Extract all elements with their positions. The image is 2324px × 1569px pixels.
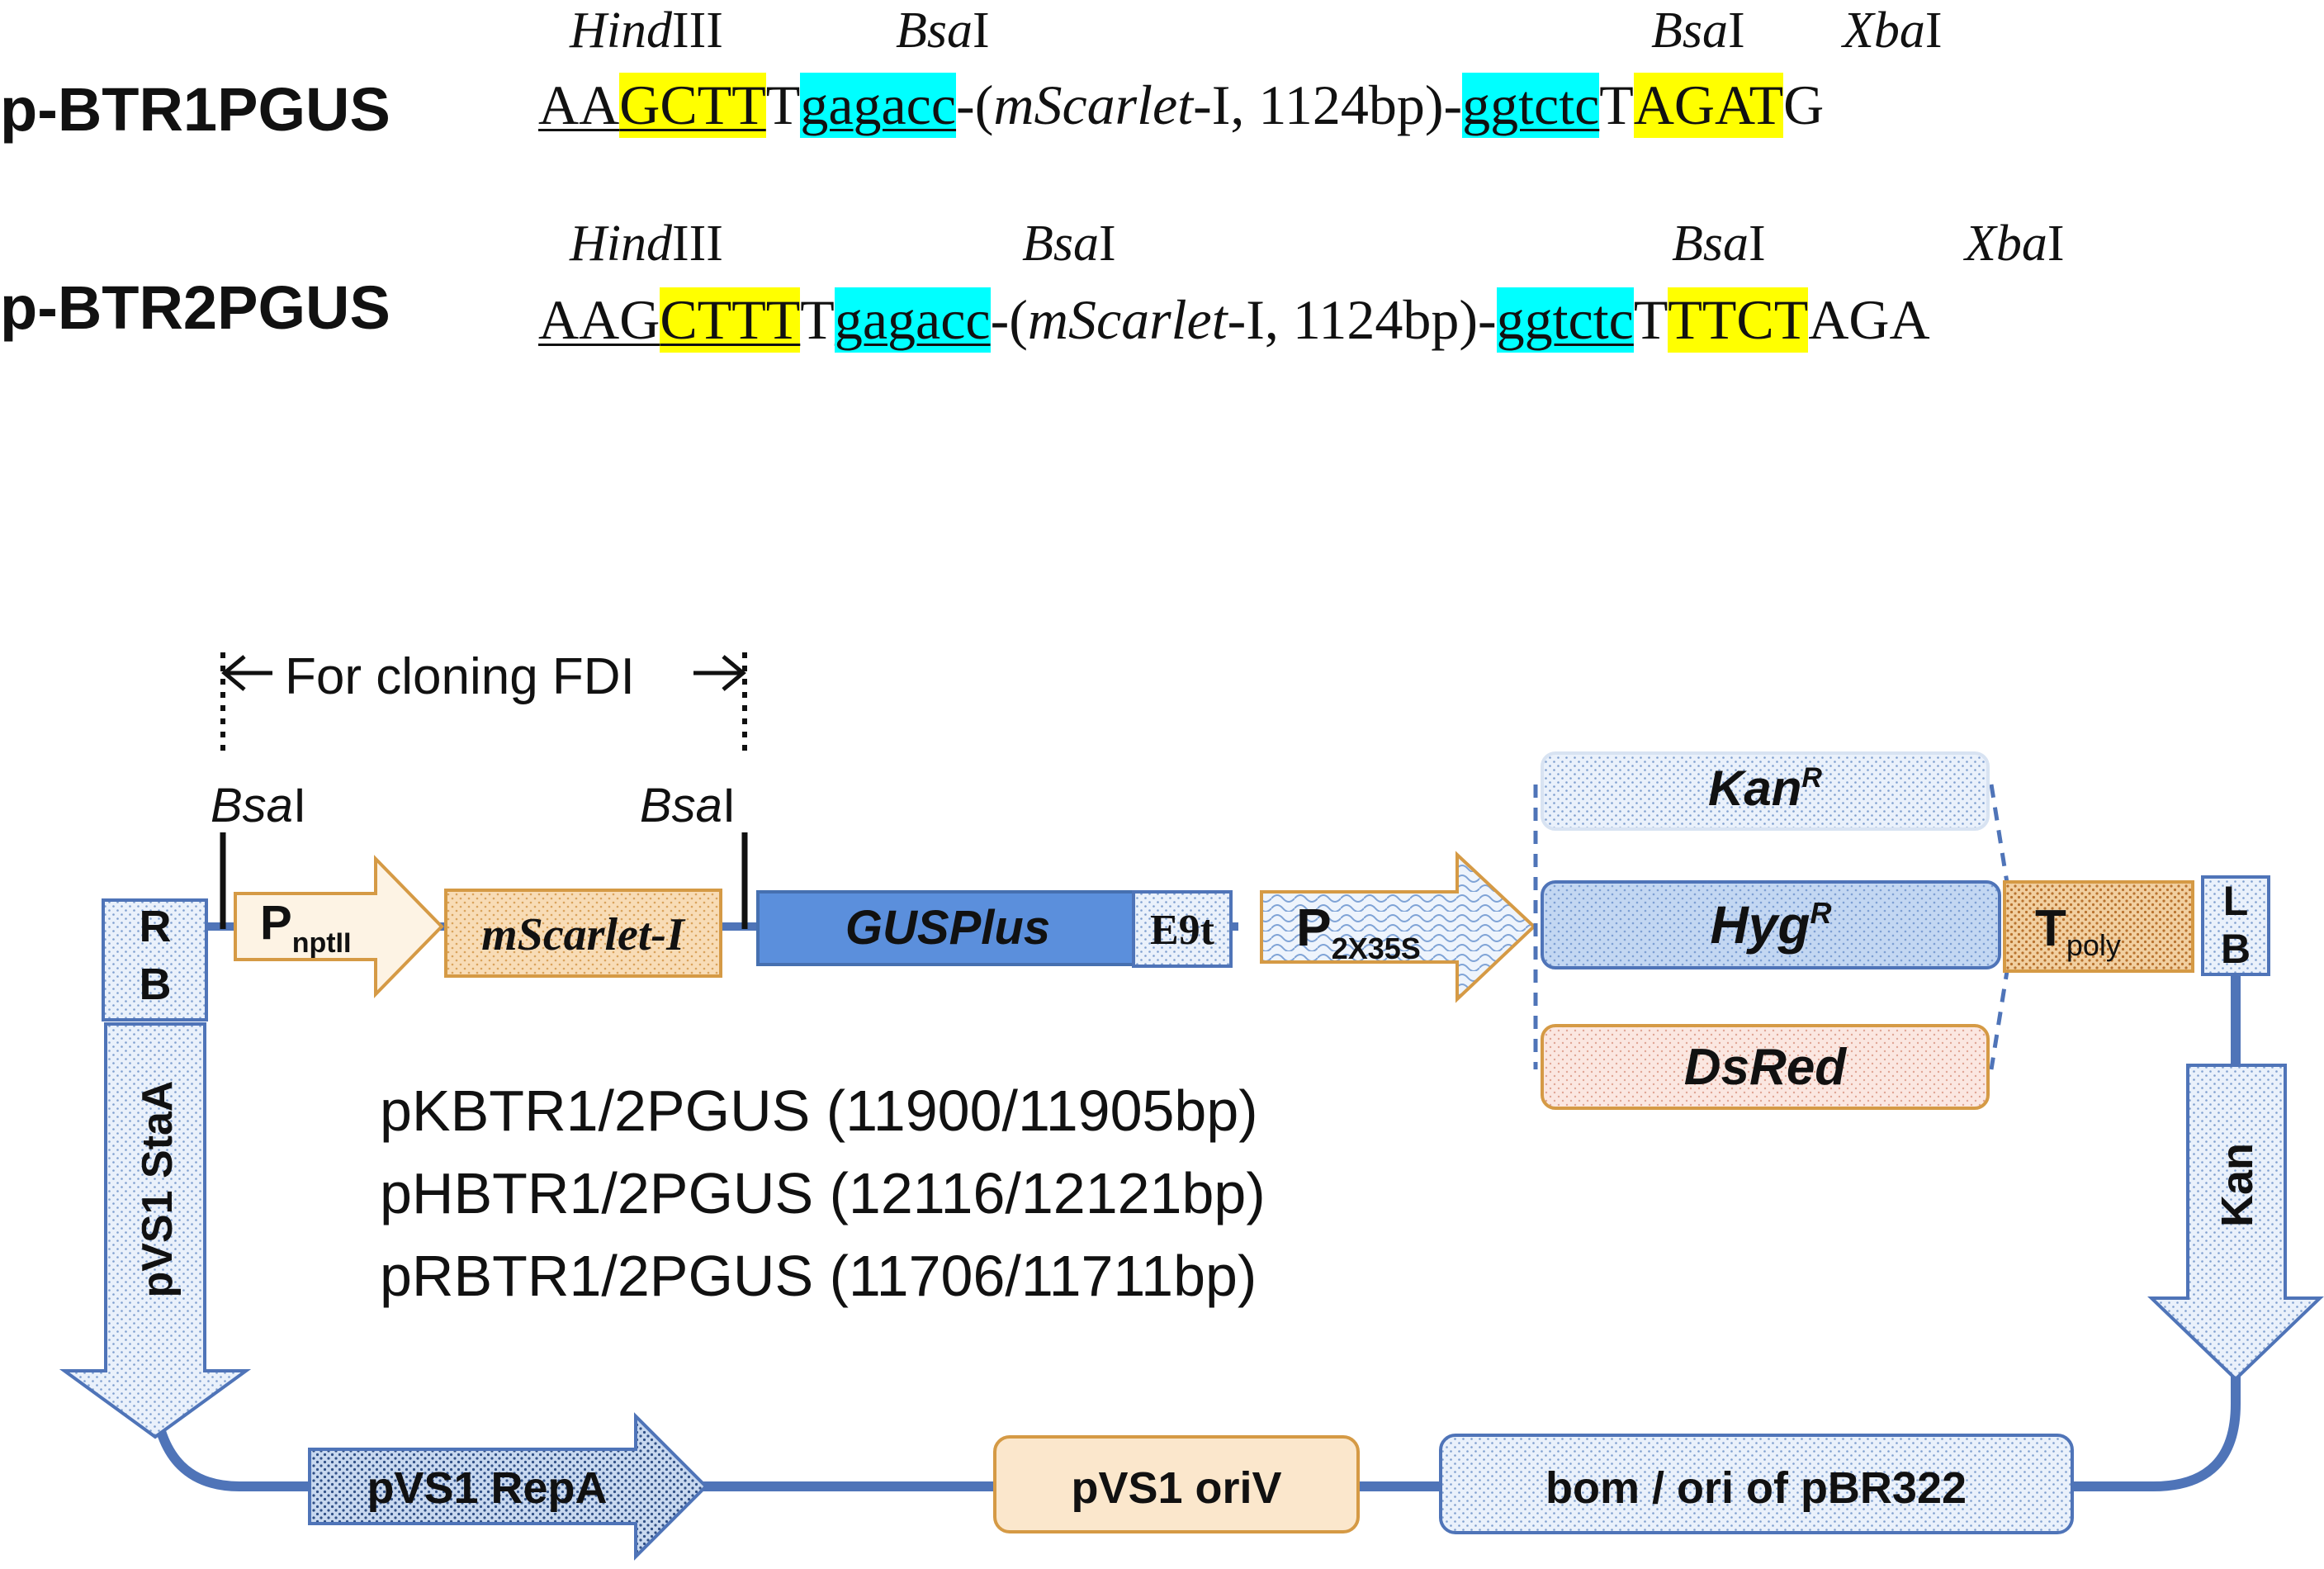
cloning-arrow-right [693,655,746,691]
lb-letter-b: B [2221,926,2251,972]
dsred-box [1541,1024,1990,1110]
sequence-line-2: AAGCTTTTgagacc-(mScarlet-I, 1124bp)-ggtc… [538,287,1930,353]
oriv-box [993,1435,1360,1533]
sequence-segment: -I, 1124bp)- [1227,288,1497,351]
oriv-label: pVS1 oriV [1071,1463,1281,1513]
tpoly-label: Tpoly [2035,900,2121,962]
kan-label: Kan [2213,1143,2262,1227]
sequence-segment: CTTT [660,287,801,353]
repa-label: pVS1 RepA [367,1463,607,1513]
sequence-segment: gagacc [800,73,957,138]
enzyme-bsai-2a: BsaI [1022,216,1116,272]
sequence-segment: AGA [1808,288,1930,351]
staa-label: pVS1 StaA [134,1081,182,1298]
e9t-box [1132,890,1233,968]
enzyme-xbai-1: XbaI [1843,2,1943,59]
pnpt-arrow [234,855,444,998]
sequence-line-1: AAGCTTTgagacc-(mScarlet-I, 1124bp)-ggtct… [538,73,1824,138]
marker-dash-right [1989,784,2010,1070]
sequence-segment: ggtctc [1462,73,1600,138]
enzyme-bsai-2b: BsaI [1672,216,1766,272]
rb-letter-b: B [140,960,172,1009]
hygr-box [1541,880,2001,969]
size-line-3: pRBTR1/2PGUS (11706/11711bp) [380,1244,1257,1308]
sequence-segment: AA [538,73,620,136]
sequence-segment: GCTT [619,73,766,138]
sequence-segment: mScarlet [993,73,1194,136]
enzyme-bsai-1a: BsaI [896,2,990,59]
p2x35s-arrow [1260,851,1536,1003]
construct-name-1: p-BTR1PGUS [0,75,390,144]
sequence-segment: AGAT [1633,73,1784,138]
p2x35s-label: P2X35S [1296,898,1421,965]
repa-arrow [308,1412,708,1561]
cloning-label: For cloning FDI [285,648,635,705]
lb-box [2201,875,2270,976]
mscarlet-box [444,889,722,978]
sequence-segment: -( [990,288,1028,351]
gusplus-label: GUSPlus [845,901,1050,955]
size-line-1: pKBTR1/2PGUS (11900/11905bp) [380,1078,1258,1143]
sequence-segment: AAG [538,288,660,351]
sequence-segment: T [1633,288,1668,351]
sequence-segment: -( [956,73,994,136]
bom-label: bom / ori of pBR322 [1545,1463,1967,1513]
sequence-segment: T [765,73,801,136]
enzyme-xbai-2: XbaI [1965,216,2065,272]
staa-arrow [59,1022,252,1439]
enzyme-hindiii-1: HindIII [570,2,723,59]
sequence-segment: -I, 1124bp)- [1193,73,1463,136]
sequence-segment: TTCT [1668,287,1809,353]
cloning-arrow-left [221,655,272,691]
enzyme-bsai-1b: BsaI [1651,2,1745,59]
e9t-label: E9t [1150,907,1215,954]
enzyme-hindiii-2: HindIII [570,216,723,272]
lb-letter-l: L [2223,878,2249,924]
mscarlet-label: mScarlet-I [481,909,686,960]
hygr-label: HygR [1711,895,1832,955]
kanr-label: KanR [1708,761,1822,816]
sequence-segment: ggtctc [1496,287,1634,353]
sequence-segment: mScarlet [1027,288,1228,351]
rb-letter-r: R [140,902,172,951]
dsred-label: DsRed [1684,1039,1848,1096]
pnpt-label: PnptII [260,896,351,959]
sequence-segment: T [800,288,835,351]
sequence-segment: G [1783,73,1825,136]
rb-box [102,898,208,1022]
bsai-right-label: BsaI [640,779,736,832]
backbone-loop [150,966,2241,1491]
bom-box [1439,1434,2074,1534]
kan-arrow [2147,1064,2324,1382]
bsai-left-label: BsaI [211,779,306,832]
construct-name-2: p-BTR2PGUS [0,273,390,342]
sequence-segment: T [1599,73,1634,136]
size-line-2: pHBTR1/2PGUS (12116/12121bp) [380,1161,1266,1225]
tpoly-box [2003,880,2194,973]
sequence-segment: gagacc [834,287,991,353]
kanr-box [1541,751,1990,831]
